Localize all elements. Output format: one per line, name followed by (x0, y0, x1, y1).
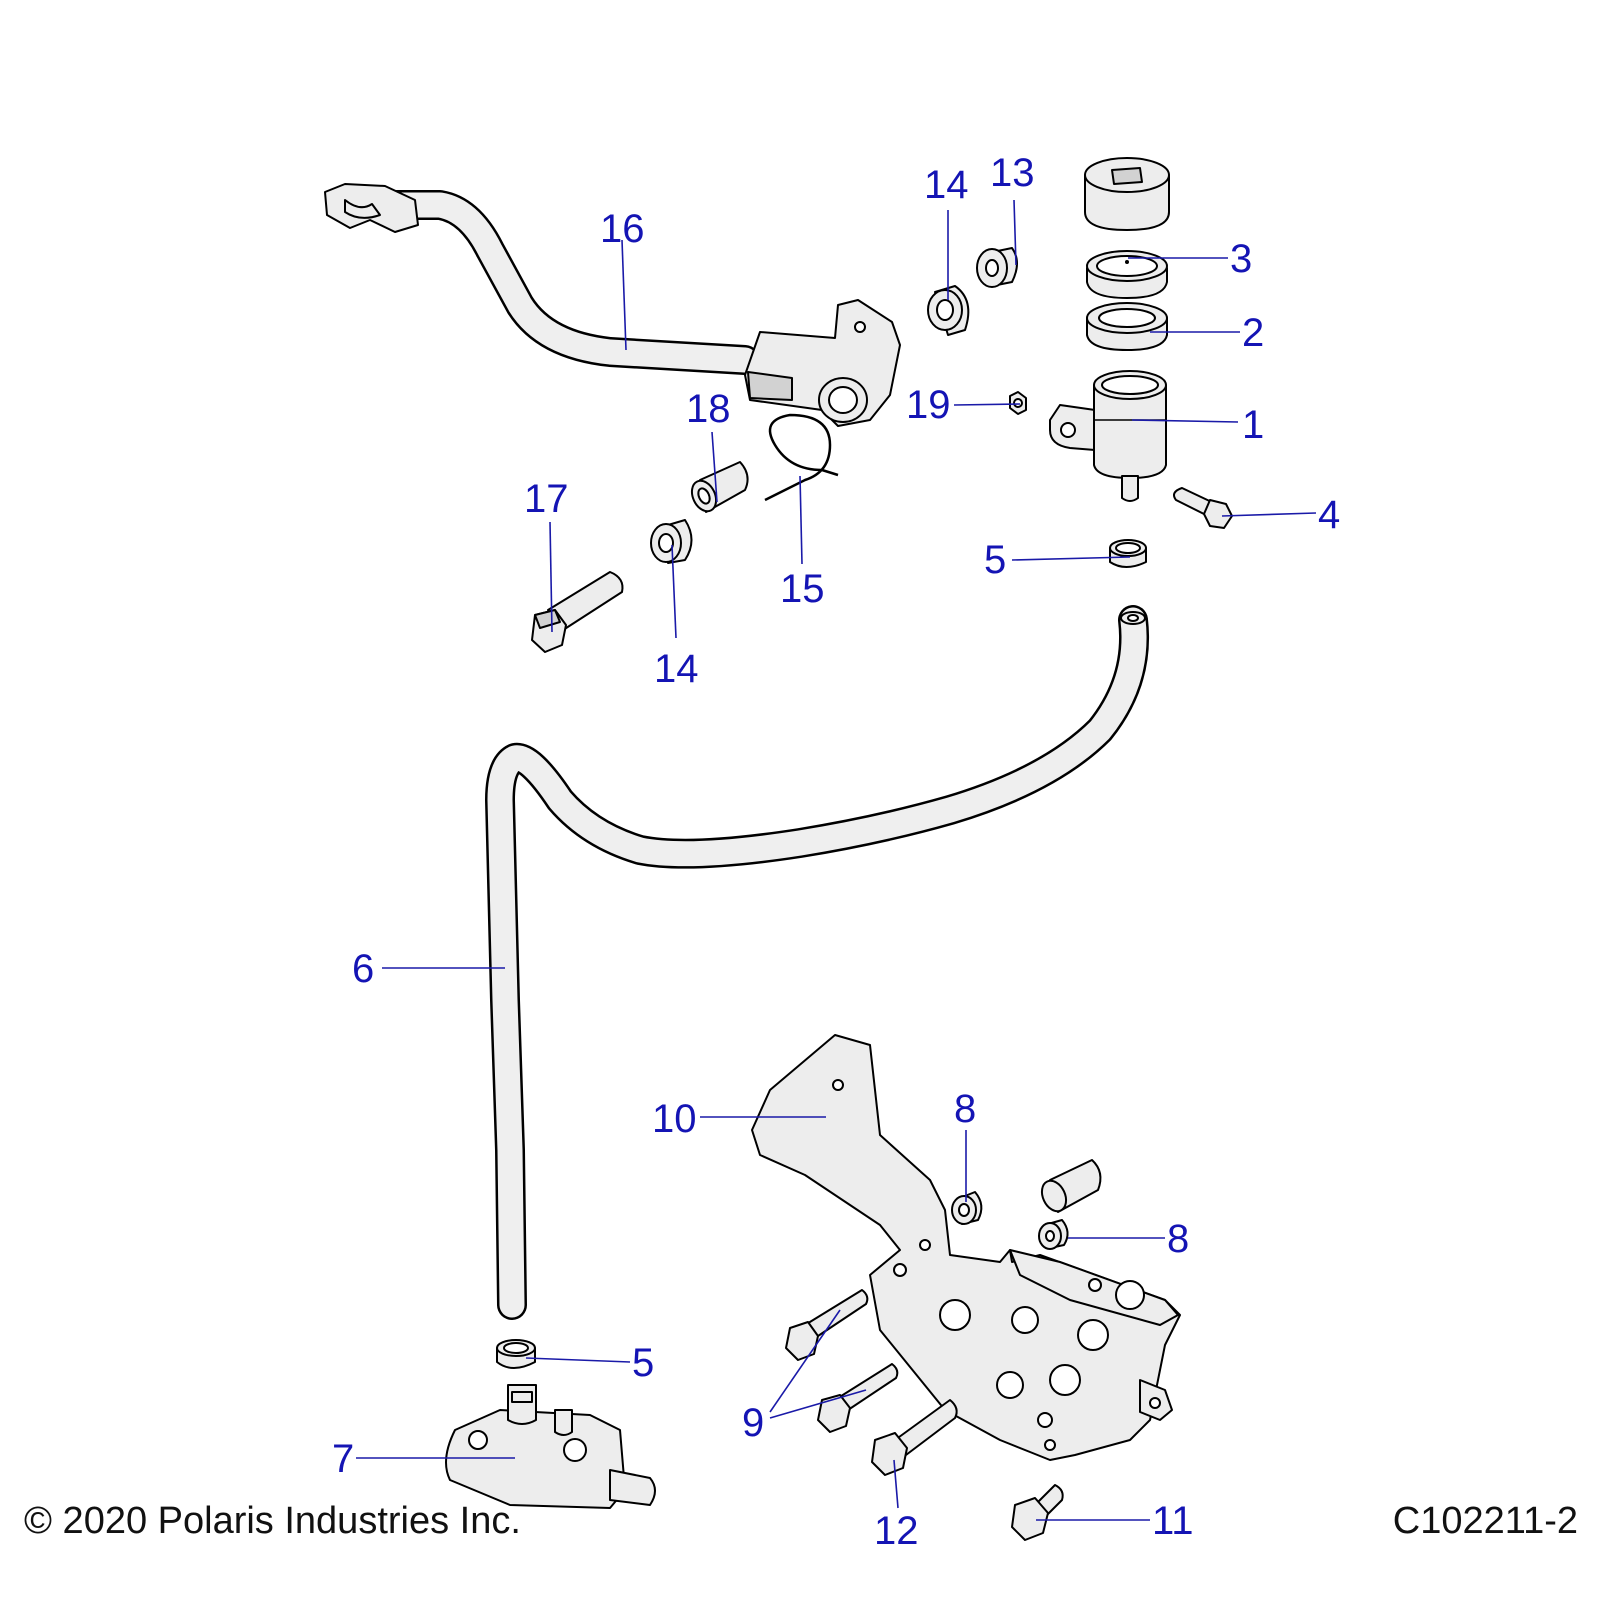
callout-8a: 8 (954, 1087, 976, 1131)
part-3-reservoir-cap (1084, 157, 1170, 299)
part-19-nut (1009, 391, 1027, 415)
leader-14b (671, 544, 677, 639)
callout-5a: 5 (984, 538, 1006, 582)
leader-1 (1131, 419, 1239, 423)
callout-7: 7 (332, 1437, 354, 1481)
part-8-sleeve (1040, 1159, 1102, 1213)
part-4-reservoir-bolt (1173, 487, 1233, 529)
leader-lines (356, 199, 1317, 1521)
part-14-bushing-lower (650, 519, 693, 564)
leader-16 (621, 239, 627, 351)
part-1-fluid-reservoir (1049, 370, 1167, 502)
part-13-bushing (976, 247, 1018, 288)
part-16-brake-pedal (324, 183, 901, 427)
part-15-return-spring (764, 413, 839, 502)
part-17-pivot-bolt (531, 571, 624, 653)
callout-9: 9 (742, 1401, 764, 1445)
callout-labels: 1 2 3 4 5 5 6 7 8 8 9 10 11 12 13 14 14 … (332, 151, 1340, 1553)
callout-5b: 5 (632, 1341, 654, 1385)
callout-3: 3 (1230, 237, 1252, 281)
part-9-bolt-upper (785, 1289, 869, 1361)
leader-18 (711, 431, 718, 503)
callout-11: 11 (1152, 1499, 1194, 1543)
part-7-master-cylinder (445, 1384, 656, 1509)
part-11-bolt (1011, 1484, 1064, 1541)
callout-14a: 14 (924, 163, 969, 207)
callout-19: 19 (906, 383, 951, 427)
leader-9b (769, 1389, 867, 1419)
part-9-bolt-lower (817, 1363, 899, 1433)
figure-id: C102211-2 (1392, 1500, 1578, 1542)
callout-16: 16 (600, 207, 645, 251)
callout-8b: 8 (1167, 1217, 1189, 1261)
part-2-reservoir-gasket (1086, 302, 1168, 351)
callout-14b: 14 (654, 647, 699, 691)
callout-10: 10 (652, 1097, 697, 1141)
callout-13: 13 (990, 151, 1035, 195)
part-18-sleeve (690, 461, 749, 513)
copyright-notice: © 2020 Polaris Industries Inc. (24, 1500, 521, 1542)
callout-4: 4 (1318, 493, 1340, 537)
callout-17: 17 (524, 477, 569, 521)
callout-2: 2 (1242, 311, 1264, 355)
leader-9a (769, 1309, 841, 1413)
part-10-mounting-bracket (751, 1034, 1181, 1461)
leader-12 (893, 1459, 899, 1509)
leader-15 (799, 475, 803, 565)
part-5-hose-clamp-top (1109, 539, 1147, 568)
leader-19 (953, 403, 1021, 406)
callout-6: 6 (352, 947, 374, 991)
part-6-brake-hose (485, 605, 1150, 1320)
leader-5b (525, 1357, 631, 1363)
leader-5a (1011, 556, 1131, 561)
callout-18: 18 (686, 387, 731, 431)
part-8-bushing-lower (1038, 1219, 1069, 1250)
leader-17 (549, 521, 553, 633)
leader-4 (1221, 512, 1317, 517)
callout-12: 12 (874, 1509, 919, 1553)
callout-15: 15 (780, 567, 825, 611)
callout-1: 1 (1242, 403, 1264, 447)
part-5-hose-clamp-lower (496, 1339, 536, 1369)
leader-13 (1013, 199, 1017, 266)
part-12-bolt (871, 1399, 958, 1476)
part-14-bushing-top (927, 285, 970, 336)
